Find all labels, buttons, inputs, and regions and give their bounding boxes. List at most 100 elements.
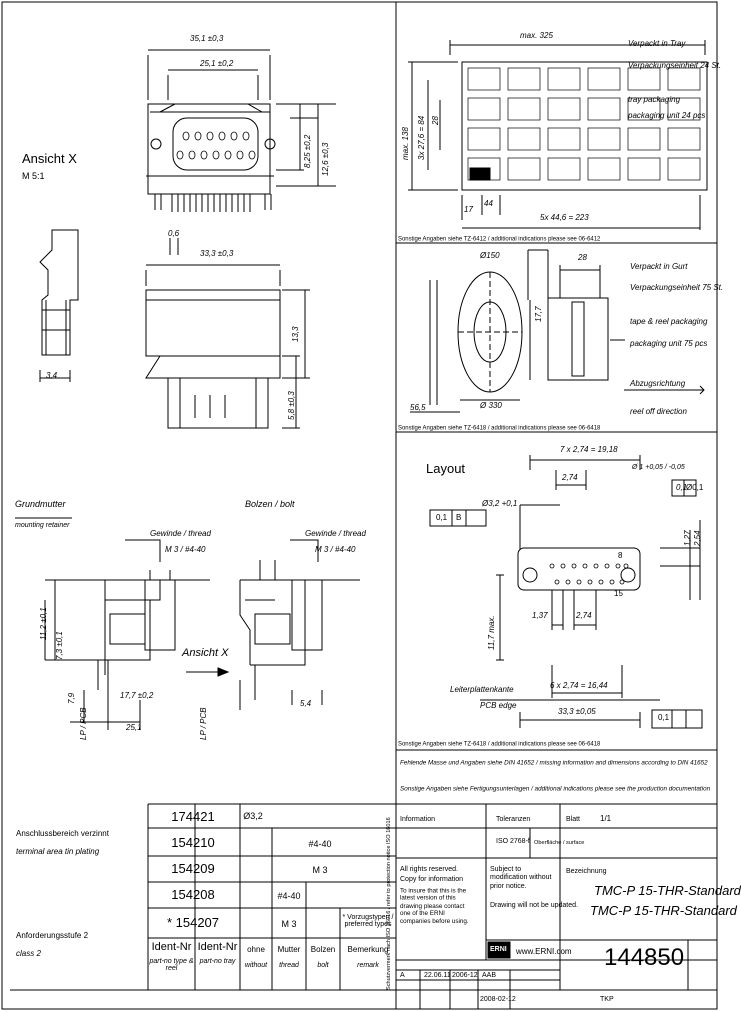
header-1-de: Ident-Nr — [151, 941, 192, 953]
terminal-note-en: terminal area tin plating — [16, 847, 100, 856]
layout-dim-6x: 6 x 2,74 = 16,44 — [550, 681, 608, 690]
reel-pull-en: reel off direction — [630, 407, 687, 416]
pcb-edge-de: Leiterplattenkante — [450, 685, 514, 694]
note-line-1: Fehlende Masse und Angaben siehe DIN 416… — [400, 760, 708, 767]
rights-note: To insure that this is the latest versio… — [400, 888, 469, 925]
revision-code: 2006-12 — [452, 972, 478, 979]
dim-right-b: 12,6 ±0,3 — [321, 142, 330, 176]
tray-pack-qty-de: Verpackungseinheit 24 St. — [628, 61, 722, 70]
part-row-1-c2: Ø3,2 — [243, 811, 263, 821]
tray-pack-de: Verpackt in Tray — [628, 39, 686, 48]
pcb-edge-en: PCB edge — [480, 701, 517, 710]
dim-11-2: 11,2 ±0,1 — [39, 607, 48, 640]
part-row-1-id: 174421 — [171, 809, 215, 824]
tolerance-label: Toleranzen — [496, 816, 531, 823]
layout-title: Layout — [426, 461, 466, 476]
tol-box-right: Ø0,1 — [686, 483, 704, 492]
rights-en: Copy for information — [400, 876, 464, 883]
tray-pack-qty-en: packaging unit 24 pcs — [628, 111, 706, 120]
tray-dim-max325: max. 325 — [520, 31, 553, 40]
tol-box-left: 0,1 — [436, 513, 448, 522]
thread-right-value: M 3 / #4-40 — [315, 545, 356, 554]
dim-17-7: 17,7 ±0,2 — [120, 691, 154, 700]
reel-pack-qty-en: packaging unit 75 pcs — [630, 339, 708, 348]
surface-label: Oberfläche / surface — [534, 840, 585, 846]
layout-tol-bottom: 0,1 — [658, 713, 670, 722]
tray-dim-28: 28 — [431, 116, 440, 125]
sheet-value: 1/1 — [600, 814, 612, 823]
header-5-de: Bolzen — [310, 945, 336, 954]
header-3-de: ohne — [247, 945, 265, 954]
tray-dim-3x: 3x 27,6 = 84 — [417, 115, 426, 160]
tray-dim-5x: 5x 44,6 = 223 — [540, 213, 589, 222]
class-note-de: Anforderungsstufe 2 — [16, 931, 89, 940]
part-row-2-id: 154210 — [171, 835, 215, 850]
tray-dim-44: 44 — [484, 199, 493, 208]
tolerance-std: ISO 2768-f — [496, 838, 530, 845]
thread-left-label: Gewinde / thread — [150, 529, 211, 538]
company-web: www.ERNI.com — [516, 947, 572, 956]
reel-dim-17-7: 17,7 — [534, 306, 543, 322]
tray-dim-max138: max. 138 — [401, 127, 410, 160]
header-5-en: bolt — [317, 962, 329, 969]
dim-7-9: 7,9 — [67, 692, 76, 704]
header-2-en: part-no tray — [199, 958, 236, 965]
reel-dim-28: 28 — [578, 253, 587, 262]
reel-pack-de: Verpackt in Gurt — [630, 262, 688, 271]
dim-5-8: 5,8 ±0,3 — [287, 391, 296, 420]
tray-note: Sonstige Angaben siehe TZ-6412 / additio… — [398, 236, 601, 242]
tray-pack-en: tray packaging — [628, 95, 681, 104]
header-6-en: remark — [357, 962, 379, 969]
part-row-5-id: * 154207 — [166, 915, 220, 930]
pin-8-label: 8 — [618, 551, 623, 560]
designation-en: TMC-P 15-THR-Standard — [590, 903, 737, 918]
part-row-2-c3: #4-40 — [308, 839, 332, 849]
tray-dim-17: 17 — [464, 205, 473, 214]
subject-de: Subject to modification without prior no… — [490, 866, 552, 890]
part-row-5-c3: M 3 — [281, 919, 297, 929]
header-4-en: thread — [279, 962, 299, 969]
reel-dim-d150: Ø150 — [480, 251, 500, 260]
revision-letter: A — [400, 972, 405, 979]
dim-7-3: 7,3 ±0,1 — [55, 631, 64, 660]
info-label: Information — [400, 816, 436, 823]
tol-box-datum: B — [456, 513, 462, 522]
layout-dim-hole-big: Ø3,2 +0,1 — [482, 499, 518, 508]
dim-total-width: 35,1 ±0,3 — [190, 34, 224, 43]
part-row-3-id: 154209 — [171, 861, 215, 876]
header-1-en: part-no type & reel — [149, 958, 194, 973]
dim-5-4: 5,4 — [300, 699, 312, 708]
reel-pack-qty-de: Verpackungseinheit 75 St. — [630, 283, 724, 292]
layout-dim-1-27: 1,27 — [683, 530, 692, 546]
header-4-de: Mutter — [277, 945, 301, 954]
sheet-label: Blatt — [566, 816, 581, 823]
layout-dim-7x: 7 x 2,74 = 19,18 — [560, 445, 618, 454]
dim-3-4-left: 3,4 — [46, 371, 58, 380]
part-row-4-c3: #4-40 — [277, 891, 301, 901]
revision-by: TKP — [600, 996, 614, 1003]
header-6-de: Bemerkung — [347, 945, 389, 954]
thread-left-value: M 3 / #4-40 — [165, 545, 206, 554]
layout-dim-11-7: 11,7 max. — [487, 615, 496, 650]
revision-name: AAB — [482, 972, 497, 979]
view-x-arrow-label: Ansicht X — [182, 647, 229, 659]
mounting-retainer-title: Grundmutter — [15, 499, 66, 509]
revision-doc: 2008-02-12 — [480, 996, 516, 1003]
rights-de: All rights reserved. — [400, 866, 458, 873]
bolt-title: Bolzen / bolt — [245, 499, 295, 509]
part-row-5-remark: * Vorzugstypen / preferred types — [342, 914, 394, 929]
note-line-2: Sonstige Angaben siehe Fertigungsunterla… — [400, 786, 711, 793]
mounting-retainer-title-en: mounting retainer — [15, 522, 70, 529]
dim-right-a: 8,25 ±0,2 — [303, 134, 312, 168]
dim-0-6: 0,6 — [168, 229, 180, 238]
reel-dim-56-5: 56,5 — [410, 403, 426, 412]
reel-pull-de: Abzugsrichtung — [630, 379, 686, 388]
reel-dim-d330: Ø 330 — [480, 401, 502, 410]
pin-15-label: 15 — [614, 589, 623, 598]
layout-dim-hole-small: Ø 1 +0,05 / -0,05 — [632, 464, 685, 471]
terminal-note-de: Anschlussbereich verzinnt — [16, 829, 109, 838]
dim-25-1: 25,1 — [126, 723, 142, 732]
view-x-title: Ansicht X — [22, 151, 77, 166]
layout-note: Sonstige Angaben siehe TZ-6418 / additio… — [398, 741, 601, 747]
